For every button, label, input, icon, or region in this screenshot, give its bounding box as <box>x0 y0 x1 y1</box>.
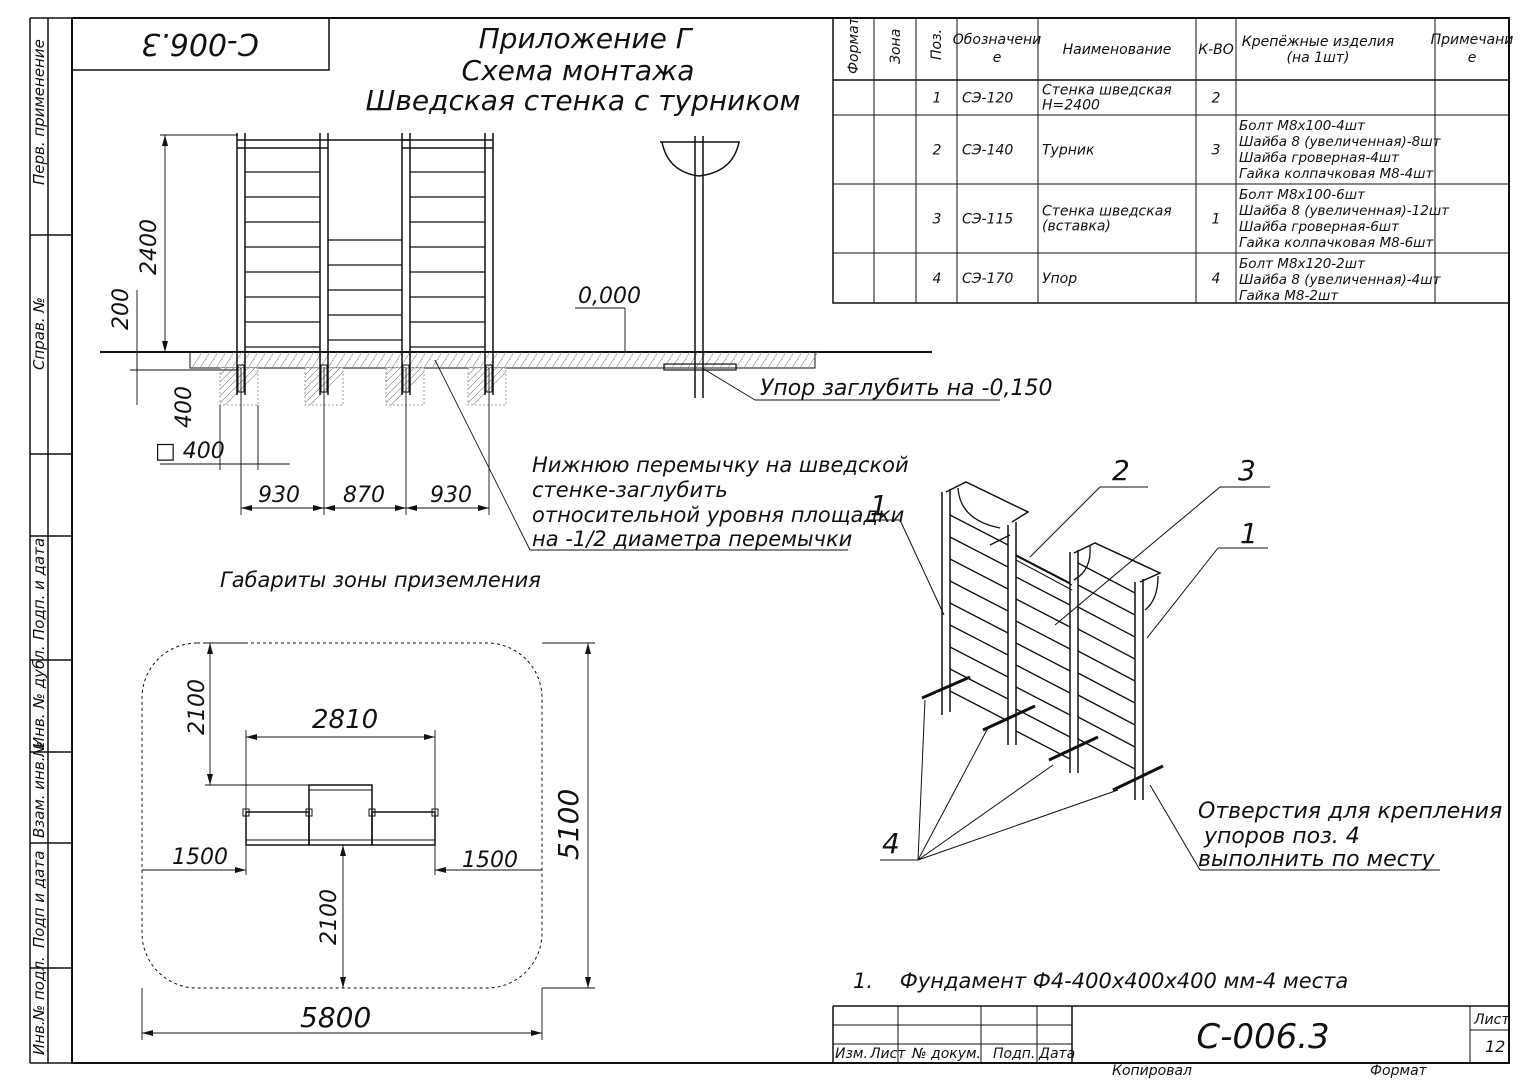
title-block-sheet-label: Лист <box>1473 1012 1510 1028</box>
spec-row-fastener: Болт М8х100-4шт <box>1239 118 1366 134</box>
spec-row-qty: 3 <box>1212 143 1221 159</box>
callout-1b: 1 <box>1240 517 1258 550</box>
title-line1: Приложение Г <box>479 22 694 55</box>
dim-sq400: □ 400 <box>155 439 225 464</box>
sheet-frame <box>71 17 1510 1064</box>
holes-note-1: Отверстия для крепления <box>1198 799 1502 824</box>
dim-200: 200 <box>109 288 134 330</box>
spec-row-pos: 4 <box>933 271 942 287</box>
spec-table <box>832 17 1510 304</box>
upor-note: Упор заглубить на -0,150 <box>760 376 1052 401</box>
side-label-sprav: Справ. № <box>30 297 48 370</box>
spec-row-name: Турник <box>1042 143 1095 159</box>
doc-code-rotated: С-006.3 <box>141 26 259 61</box>
spec-row-name: (вставка) <box>1042 219 1111 235</box>
spec-row-qty: 1 <box>1212 212 1221 228</box>
isometric-view <box>868 481 1440 871</box>
callout-4: 4 <box>882 827 900 860</box>
title-block-sheet-num: 12 <box>1485 1037 1505 1056</box>
spec-row-qty: 2 <box>1212 91 1221 107</box>
holes-note-2: упоров поз. 4 <box>1203 824 1360 849</box>
tb-col-izm: Изм. <box>835 1046 868 1062</box>
side-label-inv-dubl: Инв. № дубл. <box>30 645 48 748</box>
hdr-poz: Поз. <box>929 29 945 60</box>
holes-note-3: выполнить по месту <box>1198 847 1436 872</box>
lz-dim-top: 2100 <box>185 679 210 735</box>
spec-row-name: Стенка шведская <box>1042 204 1172 220</box>
landing-zone-plan <box>141 642 595 1040</box>
spec-row-name: Н=2400 <box>1042 98 1100 114</box>
spec-row-fastener: Гайка колпачковая М8-6шт <box>1239 235 1435 251</box>
spec-row-fastener: Шайба гроверная-6шт <box>1239 219 1400 235</box>
pullup-side-view <box>660 136 740 398</box>
spec-row-pos: 2 <box>933 143 942 159</box>
spec-row-code: СЭ-140 <box>962 143 1013 159</box>
spec-row-code: СЭ-170 <box>962 271 1013 287</box>
dim-2400: 2400 <box>137 219 162 275</box>
hdr-name: Наименование <box>1063 42 1172 58</box>
side-label-podp2: Подп и дата <box>30 851 48 948</box>
spec-row-code: СЭ-120 <box>962 91 1013 107</box>
spec-row-fastener: Шайба 8 (увеличенная)-8шт <box>1239 134 1442 150</box>
spec-row-fastener: Шайба гроверная-4шт <box>1239 150 1400 166</box>
hdr-format: Формат <box>846 16 862 74</box>
spec-row-name: Упор <box>1042 271 1077 287</box>
side-label-vzam: Взам. инв.№ <box>30 741 48 838</box>
note-lintel-3: относительной уровня площадки <box>532 503 904 527</box>
spec-row-fastener: Болт М8х120-2шт <box>1239 256 1366 272</box>
spec-row-pos: 1 <box>933 91 942 107</box>
spec-row-pos: 3 <box>933 212 942 228</box>
side-label-podp1: Подп. и дата <box>30 538 48 640</box>
callout-2: 2 <box>1112 454 1130 487</box>
spec-row-fastener: Шайба 8 (увеличенная)-12шт <box>1239 203 1450 219</box>
tb-format: Формат <box>1370 1063 1428 1079</box>
hdr-fasteners: Крепёжные изделия(на 1шт) <box>1242 34 1394 66</box>
tb-col-list: Лист <box>869 1046 906 1062</box>
spec-row-fastener: Болт М8х100-6шт <box>1239 187 1366 203</box>
callout-3: 3 <box>1238 454 1256 487</box>
elevation-view <box>100 133 1000 551</box>
lz-dim-2810: 2810 <box>312 705 378 735</box>
span-1: 930 <box>258 483 300 508</box>
title-block-code: С-006.3 <box>1196 1017 1329 1057</box>
callout-1a: 1 <box>870 489 888 522</box>
spec-row-fastener: Шайба 8 (увеличенная)-4шт <box>1239 272 1442 288</box>
spec-row-name: Стенка шведская <box>1042 83 1172 99</box>
spec-row-fastener: Гайка колпачковая М8-4шт <box>1239 166 1435 182</box>
span-2: 870 <box>343 483 385 508</box>
tb-col-podp: Подп. <box>993 1046 1035 1062</box>
lz-dim-width: 5800 <box>300 1001 371 1034</box>
tb-copied: Копировал <box>1112 1063 1192 1079</box>
side-label-perv: Перв. применение <box>30 39 48 185</box>
lz-dim-right: 1500 <box>462 848 518 873</box>
dim-400: 400 <box>172 386 197 428</box>
tb-col-doc: № докум. <box>911 1046 981 1062</box>
note-lintel-2: стенке-заглубить <box>532 478 728 502</box>
hdr-zona: Зона <box>888 29 904 64</box>
note-lintel-1: Нижнюю перемычку на шведской <box>532 453 909 477</box>
side-label-inv-podl: Инв.№ подл. <box>30 956 48 1055</box>
note-lintel-4: на -1/2 диаметра перемычки <box>532 527 852 551</box>
title-block <box>832 1005 1509 1063</box>
span-3: 930 <box>430 483 472 508</box>
landing-zone-title: Габариты зоны приземления <box>220 568 541 592</box>
foundation-note: 1. Фундамент Ф4-400х400х400 мм-4 места <box>853 969 1348 993</box>
tb-col-data: Дата <box>1038 1046 1075 1062</box>
spec-row-code: СЭ-115 <box>962 212 1013 228</box>
level-mark: 0,000 <box>578 284 641 309</box>
lz-dim-left: 1500 <box>172 845 228 870</box>
spec-row-qty: 4 <box>1212 271 1221 287</box>
lz-dim-bottom: 2100 <box>317 889 342 945</box>
title-line2: Схема монтажа <box>462 54 695 87</box>
lz-dim-height: 5100 <box>552 789 585 860</box>
title-line3: Шведская стенка с турником <box>365 84 800 117</box>
hdr-qty: К-ВО <box>1198 42 1234 58</box>
spec-row-fastener: Гайка М8-2шт <box>1239 288 1339 304</box>
